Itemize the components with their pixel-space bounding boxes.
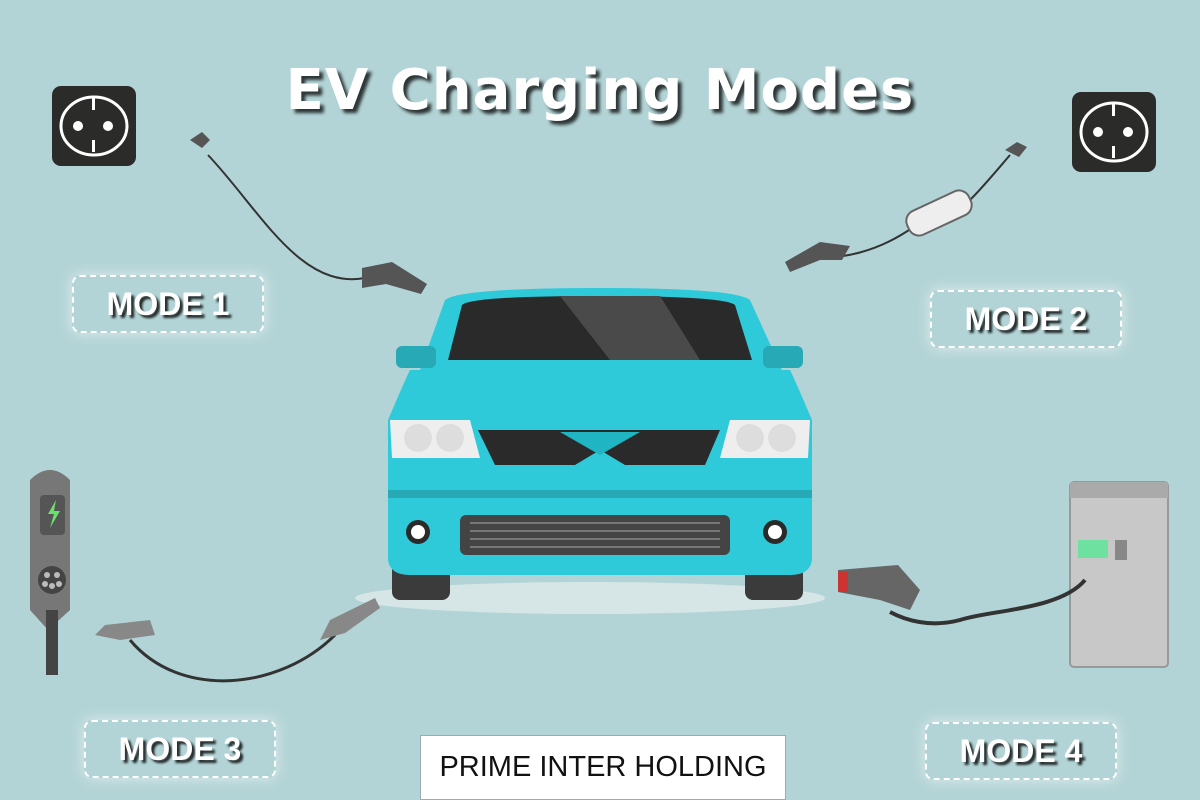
dc-charging-station-icon bbox=[838, 481, 1169, 668]
socket-icon bbox=[1072, 92, 1156, 172]
mode1-cable-icon bbox=[190, 132, 427, 294]
wallbox-charger-icon bbox=[30, 470, 380, 683]
socket-icon bbox=[52, 86, 136, 166]
mode-4-label: MODE 4 bbox=[925, 722, 1117, 780]
mode-1-label: MODE 1 bbox=[72, 275, 264, 333]
brand-footer: PRIME INTER HOLDING bbox=[420, 735, 786, 800]
mode-3-label: MODE 3 bbox=[84, 720, 276, 778]
car-illustration bbox=[355, 288, 825, 614]
mode2-cable-icon bbox=[785, 142, 1027, 272]
mode-2-label: MODE 2 bbox=[930, 290, 1122, 348]
page-title: EV Charging Modes bbox=[285, 58, 915, 123]
